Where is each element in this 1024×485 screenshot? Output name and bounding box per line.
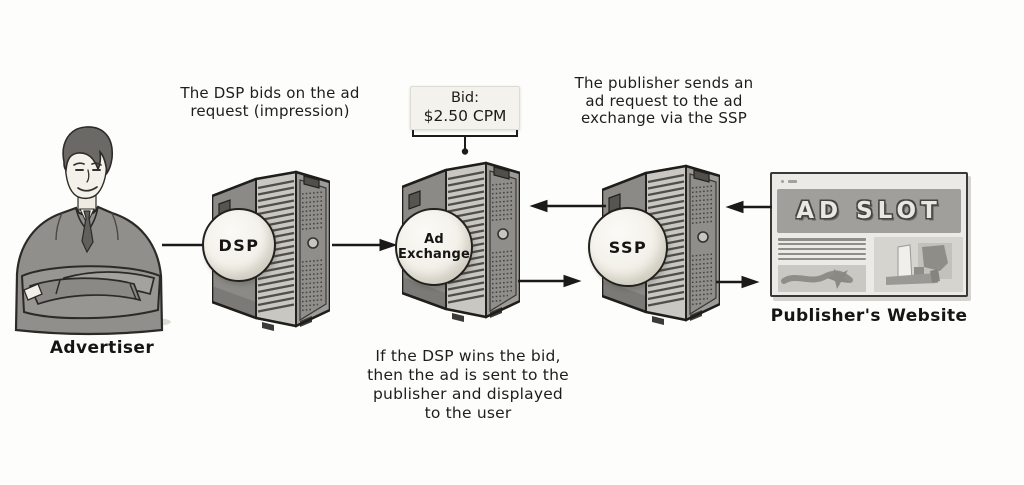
dsp-node-circle: DSP — [202, 208, 276, 282]
dsp-node-label: DSP — [218, 235, 260, 255]
ssp-node-circle: SSP — [588, 207, 668, 287]
caption-dsp-bid: The DSP bids on the ad request (impressi… — [180, 84, 360, 120]
publisher-website-label: Publisher's Website — [770, 306, 968, 326]
ad-slot-label: AD SLOT — [796, 198, 942, 224]
advertiser-face-features — [73, 162, 102, 192]
window-control-dot — [781, 180, 784, 183]
advertiser-label: Advertiser — [49, 338, 155, 358]
advertiser-illustration — [14, 126, 171, 336]
website-text-lines — [778, 238, 866, 262]
arrow-ssp-to-website — [716, 275, 760, 289]
bid-sign: Bid: $2.50 CPM — [410, 86, 520, 130]
bid-sign-title: Bid: — [450, 90, 480, 106]
advertiser-hair — [62, 126, 113, 176]
arrow-dsp-to-ad-exchange — [332, 238, 398, 252]
bid-sign-bracket — [412, 128, 518, 155]
caption-publisher-request: The publisher sends an ad request to the… — [574, 74, 754, 127]
arrow-ad-exchange-to-ssp — [518, 274, 582, 288]
website-image-left — [778, 265, 866, 292]
website-image-left-art — [781, 269, 853, 289]
website-image-right-art — [886, 243, 952, 285]
publisher-website-window: AD SLOT — [770, 172, 968, 297]
ssp-node-label: SSP — [608, 237, 648, 257]
window-control-dash — [788, 180, 797, 183]
ad-slot-banner: AD SLOT — [777, 189, 961, 233]
arrow-website-to-ssp — [725, 200, 772, 214]
caption-win-note: If the DSP wins the bid, then the ad is … — [367, 347, 569, 422]
advertiser-tie — [81, 210, 94, 254]
arrow-ssp-to-ad-exchange — [529, 199, 606, 213]
advertiser-crossed-arms — [20, 265, 162, 320]
ad-exchange-node-circle: Ad Exchange — [395, 208, 473, 286]
bid-sign-value: $2.50 CPM — [423, 107, 507, 125]
website-image-right — [874, 237, 963, 292]
ad-exchange-node-label: Ad Exchange — [398, 232, 470, 262]
